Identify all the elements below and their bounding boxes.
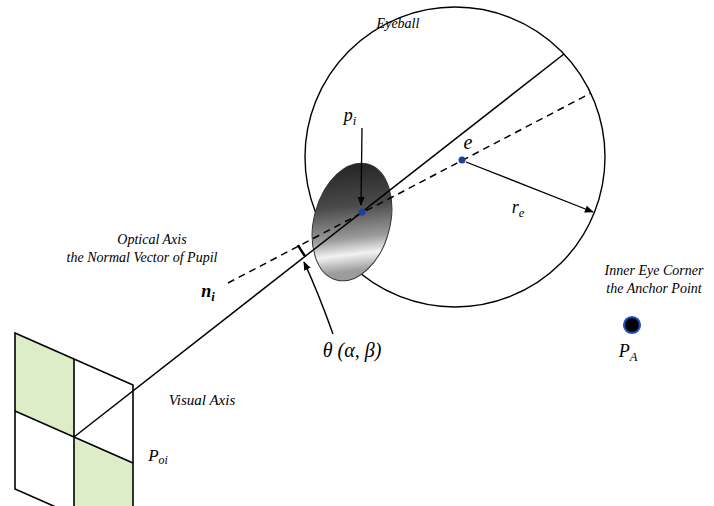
pupil-ellipse [300,154,404,290]
angle-arc [298,245,305,256]
pupil-pointer [361,128,362,205]
part-name: the Anchor Point [606,281,701,296]
grid-border [15,333,133,506]
pupil-center-dot [359,209,366,216]
point-label: e [464,131,473,153]
point-label: PA [619,342,638,362]
axis-label: Visual Axis [169,392,236,409]
angle-label: θ (α, β) [323,339,382,361]
visual-axis-line [74,54,564,437]
anchor-point-dot [624,317,640,333]
grid-line [15,359,133,506]
angle-pointer [304,262,333,334]
grid-cell [74,437,133,506]
radius-arrow [466,162,593,212]
point-label: pi [344,106,357,126]
optical-axis-line [228,93,591,283]
screen-grid [15,333,133,506]
axis-label: Optical Axis [117,232,186,247]
dimension-label: re [512,198,525,218]
part-name: Eyeball [377,16,420,31]
grid-cell [15,333,74,437]
part-name: Inner Eye Corner [605,263,704,278]
point-label: Poi [148,447,168,466]
eyeball-center-dot [459,157,466,164]
vector-label: ni [201,282,215,302]
axis-label: the Normal Vector of Pupil [67,250,218,265]
